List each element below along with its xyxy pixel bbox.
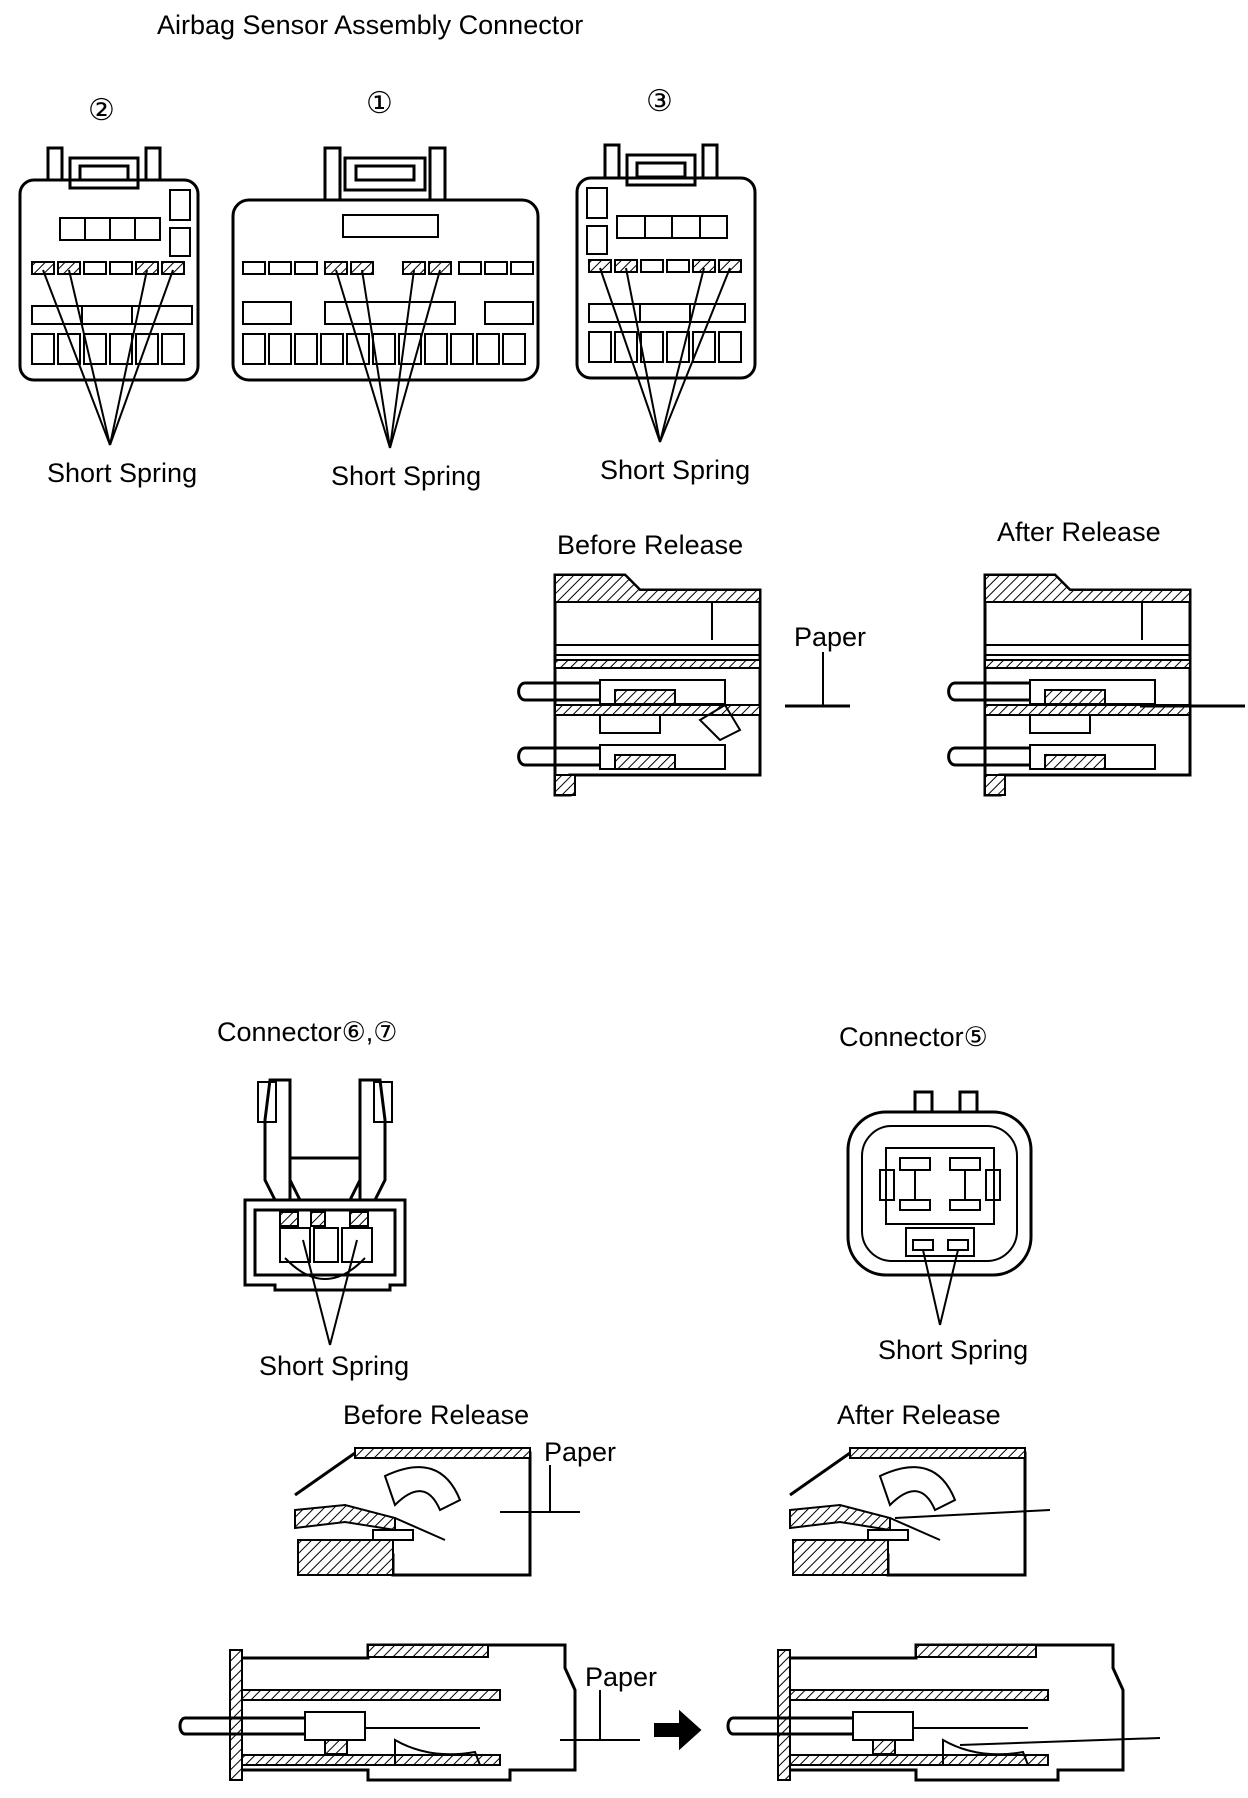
- c5-short-spring-pointers: [922, 1249, 959, 1326]
- short-spring-label-c1: Short Spring: [331, 461, 482, 491]
- paper-label-bottom: Paper: [585, 1662, 658, 1692]
- after-release-section-mid: [789, 1447, 1051, 1577]
- connector-6-7-label: Connector⑥,⑦: [217, 1017, 398, 1047]
- paper-top: [785, 652, 850, 708]
- connector-3-drawing: [575, 143, 757, 443]
- short-spring-label-c2: Short Spring: [47, 458, 198, 488]
- c3-upper-cavities: [588, 259, 742, 273]
- after-release-label-mid: After Release: [837, 1400, 1001, 1430]
- c1-short-spring-pointers: [335, 269, 441, 449]
- connector-2-number: ②: [88, 93, 115, 128]
- arrow-right-icon: [654, 1709, 702, 1751]
- connector-5-label: Connector⑤: [839, 1022, 988, 1052]
- c1-upper-cavities: [242, 261, 534, 275]
- c3-short-spring-pointers: [599, 267, 731, 443]
- connector-1-number: ①: [366, 86, 393, 121]
- connector-2-drawing: [18, 146, 200, 446]
- before-release-label-top: Before Release: [557, 530, 744, 560]
- connector-3-number: ③: [646, 84, 673, 119]
- after-release-section-top: [947, 573, 1245, 797]
- short-spring-label-c3: Short Spring: [600, 455, 751, 485]
- c2-upper-cavities: [31, 261, 185, 275]
- diagram-title: Airbag Sensor Assembly Connector: [157, 10, 584, 40]
- c3-lower-cavities: [588, 331, 742, 363]
- connector-6-7-drawing: [243, 1078, 407, 1346]
- connector-1-drawing: [231, 146, 540, 449]
- before-release-label-mid: Before Release: [343, 1400, 530, 1430]
- bottom-section-before: [178, 1643, 640, 1782]
- after-release-label-top: After Release: [997, 517, 1161, 547]
- bottom-section-after: [726, 1643, 1161, 1782]
- c67-short-spring-pointers: [302, 1239, 358, 1346]
- short-spring-label-c5: Short Spring: [878, 1335, 1029, 1365]
- before-release-section-top: [517, 573, 762, 797]
- before-release-section-mid: [294, 1447, 580, 1577]
- c1-lower-cavities: [242, 333, 526, 365]
- short-spring-label-c67: Short Spring: [259, 1351, 410, 1381]
- connector-5-drawing: [846, 1090, 1033, 1326]
- c2-lower-cavities: [31, 333, 185, 365]
- c2-short-spring-pointers: [42, 269, 174, 446]
- paper-label-top: Paper: [794, 622, 867, 652]
- paper-label-mid: Paper: [544, 1437, 617, 1467]
